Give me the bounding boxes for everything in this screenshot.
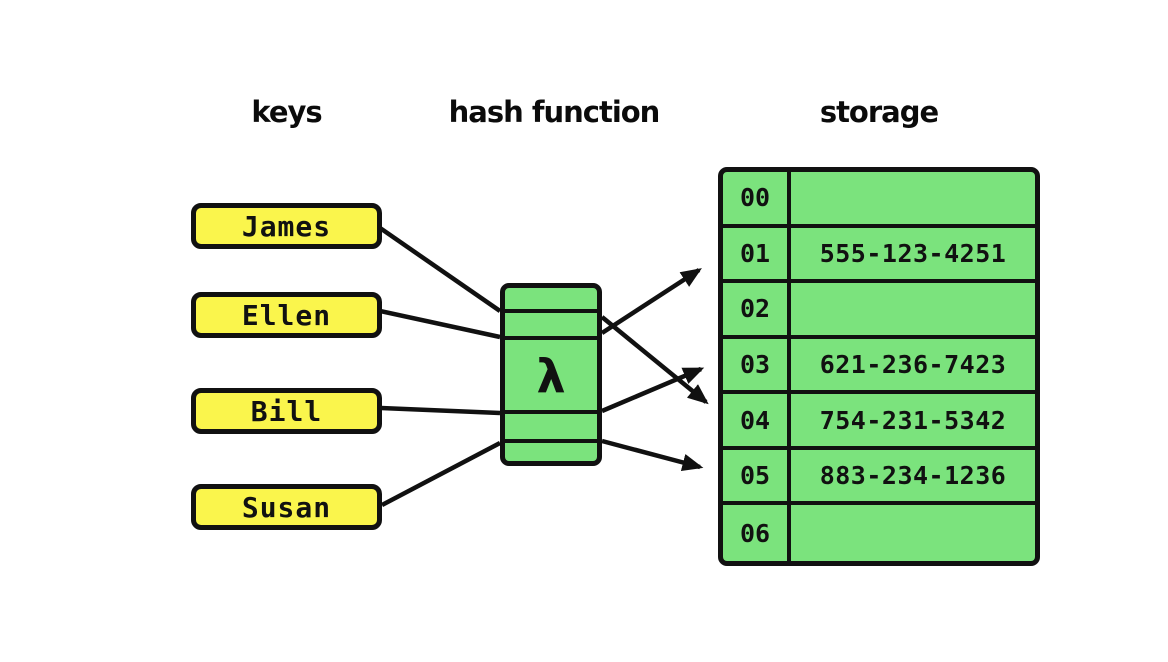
- hash-function-box: λ: [500, 283, 602, 466]
- storage-value-cell: [791, 505, 1035, 561]
- storage-row-05: 05 883-234-1236: [723, 449, 1035, 506]
- storage-row-06: 06: [723, 505, 1035, 561]
- storage-row-03: 03 621-236-7423: [723, 338, 1035, 395]
- storage-value-cell: [791, 283, 1035, 335]
- storage-row-02: 02: [723, 283, 1035, 339]
- arrow-hash-to-slot-04: [600, 315, 709, 405]
- key-box-ellen: Ellen: [191, 292, 382, 338]
- key-box-susan: Susan: [191, 484, 382, 530]
- key-label-ellen: Ellen: [241, 298, 332, 332]
- storage-row-00: 00: [723, 172, 1035, 228]
- connector-ellen-to-hash: [379, 308, 501, 340]
- key-label-susan: Susan: [241, 490, 332, 524]
- storage-header: storage: [819, 95, 939, 129]
- storage-index-cell: 05: [723, 449, 791, 502]
- storage-value-cell: 883-234-1236: [819, 461, 1007, 491]
- arrow-hash-to-slot-05: [601, 438, 704, 471]
- lambda-symbol: λ: [536, 348, 566, 403]
- storage-value-cell: 555-123-4251: [819, 238, 1007, 268]
- storage-index-cell: 01: [723, 227, 791, 280]
- storage-value-cell: 621-236-7423: [819, 349, 1007, 379]
- key-label-james: James: [241, 209, 332, 243]
- storage-index-cell: 04: [723, 394, 791, 446]
- storage-index-cell: 00: [723, 172, 791, 224]
- arrow-hash-to-slot-03: [601, 366, 705, 414]
- storage-table: 00 01 555-123-4251 02 03 621-236-7423 04…: [718, 167, 1040, 566]
- storage-index-cell: 02: [723, 283, 791, 335]
- key-box-bill: Bill: [191, 388, 382, 434]
- storage-value-cell: 754-231-5342: [819, 405, 1007, 435]
- storage-index-cell: 06: [723, 505, 791, 561]
- connector-bill-to-hash: [379, 405, 501, 416]
- key-box-james: James: [191, 203, 382, 249]
- connector-james-to-hash: [378, 226, 502, 313]
- storage-value-cell: [791, 172, 1035, 224]
- keys-header: keys: [251, 95, 322, 129]
- hash-function-header: hash function: [448, 95, 661, 129]
- storage-row-01: 01 555-123-4251: [723, 227, 1035, 284]
- storage-index-cell: 03: [723, 338, 791, 391]
- storage-row-04: 04 754-231-5342: [723, 394, 1035, 450]
- arrow-hash-to-slot-01: [600, 268, 702, 335]
- connector-susan-to-hash: [380, 441, 502, 507]
- key-label-bill: Bill: [250, 394, 323, 428]
